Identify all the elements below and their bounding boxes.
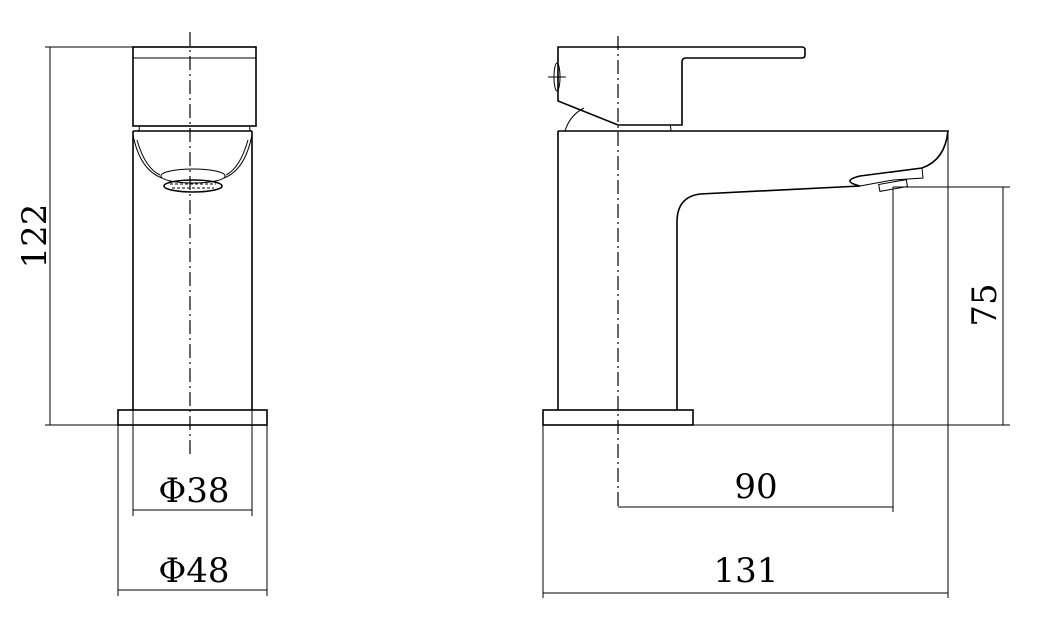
dimension-90: 90 bbox=[618, 187, 894, 512]
dimension-label-131: 131 bbox=[714, 551, 779, 591]
dimension-label-75: 75 bbox=[965, 283, 1005, 326]
dimension-phi38: Φ38 bbox=[132, 410, 253, 516]
dimension-label-90: 90 bbox=[734, 467, 777, 507]
dimension-phi48: Φ48 bbox=[117, 425, 268, 596]
dimension-131: 131 bbox=[542, 131, 949, 598]
dimension-label-122: 122 bbox=[15, 204, 55, 269]
side-view: 75 90 131 bbox=[542, 36, 1010, 598]
base bbox=[117, 409, 268, 426]
body bbox=[132, 130, 253, 410]
dimension-122: 122 bbox=[15, 46, 133, 426]
dimension-75: 75 bbox=[693, 186, 1010, 426]
spout-body bbox=[557, 130, 949, 410]
dimension-label-phi38: Φ38 bbox=[158, 471, 229, 511]
handle-cap bbox=[132, 46, 257, 127]
aerator bbox=[160, 168, 226, 184]
dimension-label-phi48: Φ48 bbox=[158, 551, 229, 591]
front-view: 122 Φ38 Φ48 bbox=[15, 32, 268, 596]
lever-handle bbox=[557, 46, 806, 126]
spout-aerator bbox=[878, 179, 909, 192]
